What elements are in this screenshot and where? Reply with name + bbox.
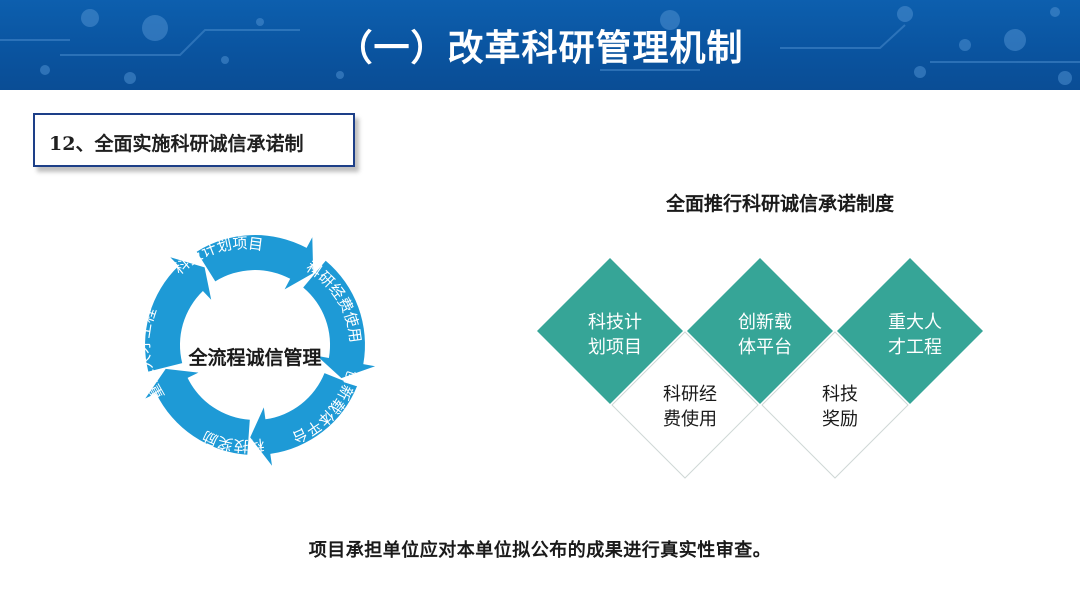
process-cycle-diagram: 科技计划项目 科研经费使用 创新载体平台 科技奖励 重大人才工程 全流程诚信管理 bbox=[135, 234, 376, 466]
diamond-label-line: 费使用 bbox=[663, 409, 717, 430]
diamond-label: 科研经 费使用 bbox=[645, 382, 735, 432]
banner-decoration bbox=[0, 6, 1080, 85]
cycle-arrow-segment bbox=[145, 257, 212, 372]
diamond-label-line: 体平台 bbox=[738, 337, 792, 358]
page-title: （一）改革科研管理机制 bbox=[336, 28, 744, 69]
teal-diamond bbox=[837, 258, 983, 404]
diamond-diagram bbox=[537, 258, 983, 479]
section-label-box: 12、全面实施科研诚信承诺制 bbox=[33, 113, 355, 167]
footer-statement: 项目承担单位应对本单位拟公布的成果进行真实性审查。 bbox=[308, 540, 772, 561]
section-label: 12、全面实施科研诚信承诺制 bbox=[49, 133, 304, 155]
diamond-label-line: 奖励 bbox=[822, 409, 858, 430]
teal-diamond bbox=[537, 258, 683, 404]
white-diamond bbox=[761, 331, 909, 479]
cycle-arrow-segment bbox=[145, 368, 250, 455]
cycle-arrows bbox=[145, 235, 376, 466]
white-diamond bbox=[611, 331, 759, 479]
diamond-label-line: 科研经 bbox=[663, 384, 717, 405]
diamond-label-line: 创新载 bbox=[738, 312, 792, 333]
diamond-label-line: 重大人 bbox=[888, 312, 942, 333]
teal-diamond bbox=[687, 258, 833, 404]
cycle-arrow-segment bbox=[196, 235, 314, 290]
diamond-label-line: 科技计 bbox=[588, 312, 642, 333]
header-banner: （一）改革科研管理机制 bbox=[0, 0, 1080, 90]
diamond-label-line: 划项目 bbox=[588, 337, 642, 358]
cycle-arrow-segment bbox=[303, 260, 376, 379]
diamond-label: 创新载 体平台 bbox=[720, 310, 810, 360]
diamond-label: 科技计 划项目 bbox=[570, 310, 660, 360]
diamond-label: 科技 奖励 bbox=[795, 382, 885, 432]
diamond-label-line: 科技 bbox=[822, 384, 858, 405]
cycle-arrow-segment bbox=[250, 373, 357, 466]
diamond-label: 重大人 才工程 bbox=[870, 310, 960, 360]
diamond-label-line: 才工程 bbox=[888, 337, 942, 358]
right-section-title: 全面推行科研诚信承诺制度 bbox=[665, 193, 894, 215]
cycle-center-label: 全流程诚信管理 bbox=[187, 346, 321, 369]
